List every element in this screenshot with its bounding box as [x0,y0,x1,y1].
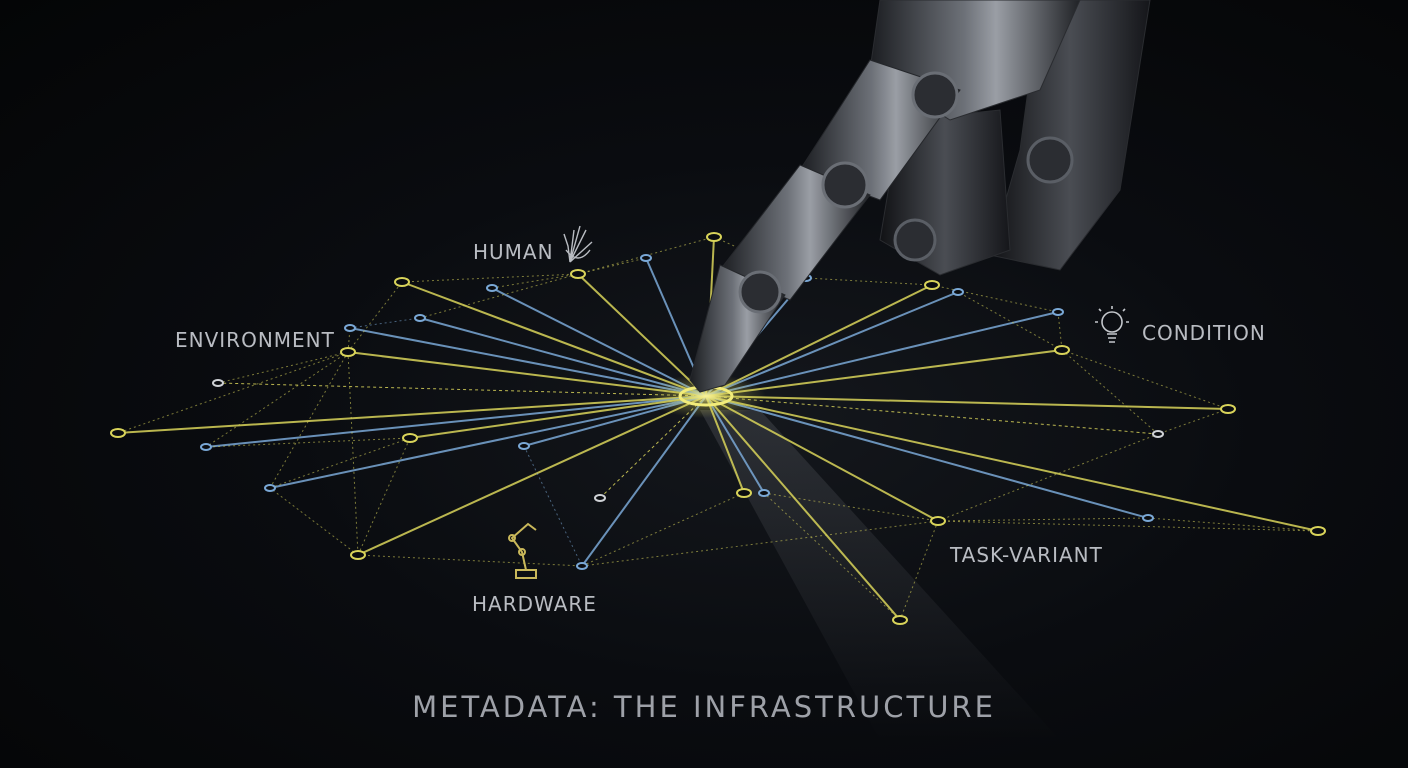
web-edge [805,277,933,286]
network-node [110,428,126,438]
network-node [414,314,426,322]
spoke-edge [357,395,707,556]
spoke-edge [705,284,933,397]
web-edge [357,554,583,567]
node-layer [110,232,1326,625]
web-edge [349,317,421,329]
spoke-edge [705,395,939,522]
spoke-edge [705,395,1319,532]
web-edge [763,492,939,522]
spoke-edge [347,351,707,397]
label-condition: CONDITION [1142,321,1266,345]
web-edge [117,351,349,434]
lightbulb-icon [1095,306,1129,343]
network-node [1310,526,1326,536]
network-node [758,489,770,497]
web-edge [269,487,359,556]
web-edge [523,445,583,567]
spoke-edge [705,291,959,397]
web-edge [581,492,745,567]
label-hardware: HARDWARE [472,592,597,616]
web-edge [401,273,579,283]
web-edge [347,281,403,353]
network-node [640,254,652,262]
network-node [200,443,212,451]
web-edge [937,433,1159,522]
web-edge [1061,349,1229,410]
network-node [952,288,964,296]
network-node [518,442,530,450]
web-edge [1057,311,1063,351]
web-edge [763,492,901,621]
web-edge [347,351,359,556]
web-edge [205,351,349,448]
network-node [1052,308,1064,316]
spoke-edge [205,395,707,448]
network-node [576,562,588,570]
network-node [1220,404,1236,414]
web-edge [931,284,1059,313]
web-edge [937,517,1149,522]
network-node [930,516,946,526]
web-edge [217,351,349,384]
network-node [1152,430,1164,438]
spoke-edge [705,395,901,621]
network-node [892,615,908,625]
spoke-edge [349,327,707,397]
web-edge [419,273,579,319]
network-node [212,379,224,387]
spoke-edge [401,281,707,397]
web-edge [205,437,411,448]
web-edge [577,257,647,275]
web-edge [357,437,411,556]
label-human: HUMAN [473,240,554,264]
label-environment: ENVIRONMENT [175,328,335,352]
spoke-edge [705,311,1059,397]
web-edge [1147,517,1319,532]
spoke-edge [581,395,707,567]
network-node [402,433,418,443]
spoke-edge [269,395,707,489]
web-edge [269,351,349,489]
spoke-edge [117,395,707,434]
network-node [340,347,356,357]
network-node [264,484,276,492]
spoke-edge [491,287,707,397]
network-node [570,269,586,279]
web-edge [957,291,1063,351]
page-title: METADATA: THE INFRASTRUCTURE [412,690,996,724]
spoke-edge [705,395,1229,410]
network-node [736,488,752,498]
web-edge [491,273,579,289]
web-edge [1157,408,1229,435]
spoke-edge [705,395,1149,519]
web-edge [937,520,1319,532]
web-edge [1061,349,1159,435]
label-task-variant: TASK-VARIANT [950,543,1103,567]
hand-icon [563,225,593,263]
network-node [594,494,606,502]
network-node [1142,514,1154,522]
network-node [486,284,498,292]
spoke-edge [705,349,1063,397]
robot-hand [689,0,1151,393]
network-node [706,232,722,242]
network-node [350,550,366,560]
robot-arm-icon [508,522,537,579]
spoke-edge [217,382,707,397]
hub-glow [646,374,766,418]
network-node [924,280,940,290]
web-edge [347,327,351,353]
network-node [1054,345,1070,355]
network-node [344,324,356,332]
network-node [394,277,410,287]
